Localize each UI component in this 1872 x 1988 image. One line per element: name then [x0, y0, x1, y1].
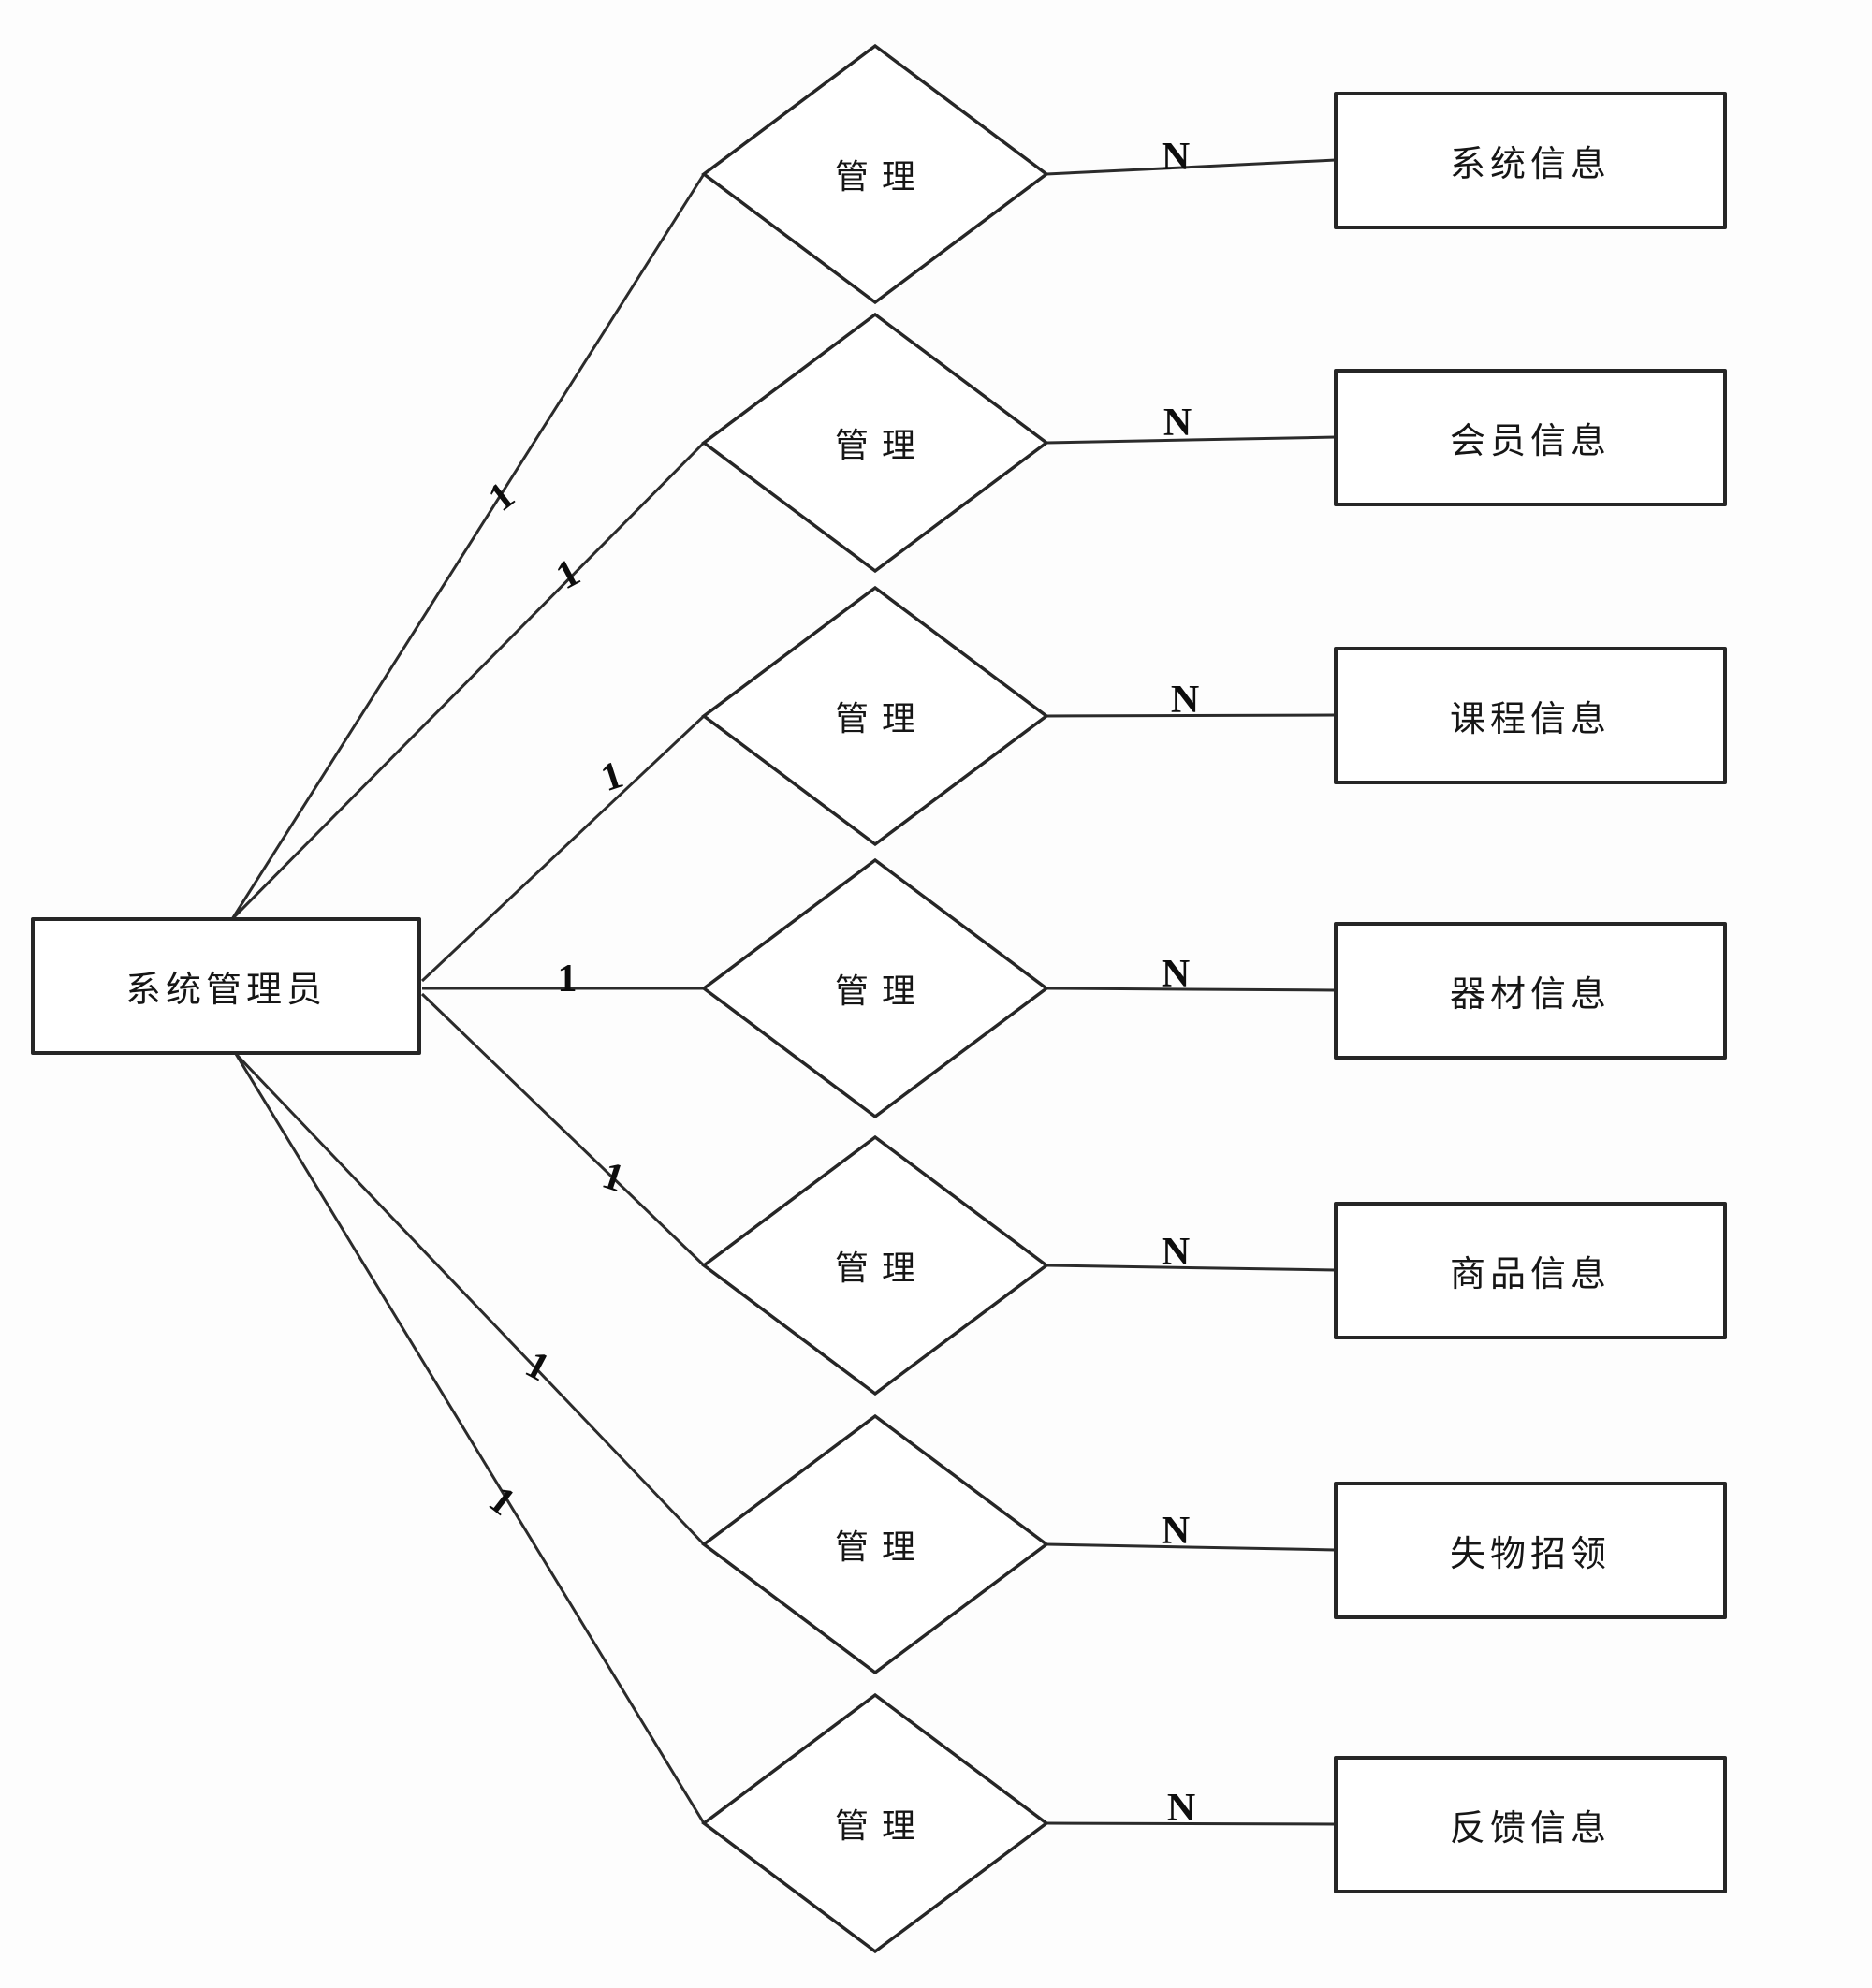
cardinality-n-5: N: [1161, 1231, 1191, 1274]
cardinality-n-2: N: [1163, 402, 1192, 445]
connector-actor-to-rel-6: [234, 1052, 706, 1546]
connector-rel-6-to-entity: [1046, 1542, 1337, 1552]
relationship-diamond-2: [701, 312, 1049, 574]
entity-lost-found-label: 失物招领: [1449, 1535, 1611, 1574]
entity-feedback-info: 反馈信息: [1334, 1756, 1727, 1893]
entity-member-info-label: 会员信息: [1449, 422, 1611, 461]
connector-rel-7-to-entity: [1046, 1821, 1337, 1826]
relationship-diamond-4: [701, 857, 1049, 1119]
relationship-diamond-7: [701, 1692, 1049, 1954]
entity-lost-found: 失物招领: [1334, 1482, 1727, 1619]
cardinality-n-7: N: [1166, 1787, 1196, 1830]
cardinality-n-3: N: [1170, 679, 1200, 722]
relationship-diamond-6: [701, 1413, 1049, 1675]
relationship-label-2: 管理: [834, 427, 929, 464]
entity-course-info-label: 课程信息: [1449, 700, 1611, 739]
cardinality-n-4: N: [1161, 953, 1191, 996]
connector-actor-to-rel-5: [420, 992, 706, 1267]
connector-actor-to-rel-7: [234, 1053, 706, 1824]
relationship-label-7: 管理: [834, 1807, 929, 1845]
relationship-label-5: 管理: [834, 1250, 929, 1287]
connector-actor-to-rel-2: [230, 441, 706, 921]
entity-feedback-info-label: 反馈信息: [1449, 1809, 1611, 1849]
entity-system-info-label: 系统信息: [1449, 145, 1611, 184]
entity-system-admin-label: 系统管理员: [124, 971, 327, 1010]
entity-course-info: 课程信息: [1334, 647, 1727, 784]
entity-system-admin: 系统管理员: [31, 917, 421, 1055]
entity-product-info: 商品信息: [1334, 1202, 1727, 1339]
connector-rel-3-to-entity: [1046, 713, 1337, 718]
entity-equipment-info-label: 器材信息: [1449, 975, 1611, 1015]
connector-rel-4-to-entity: [1046, 987, 1337, 992]
relationship-diamond-5: [701, 1134, 1049, 1396]
entity-equipment-info: 器材信息: [1334, 922, 1727, 1060]
connector-actor-to-rel-1: [230, 173, 706, 920]
cardinality-n-6: N: [1161, 1510, 1191, 1553]
entity-member-info: 会员信息: [1334, 369, 1727, 506]
connector-rel-2-to-entity: [1046, 435, 1337, 445]
relationship-diamond-1: [701, 43, 1049, 305]
connector-actor-to-rel-3: [420, 714, 706, 983]
relationship-label-3: 管理: [834, 700, 929, 738]
connector-rel-5-to-entity: [1046, 1264, 1337, 1272]
relationship-label-4: 管理: [834, 972, 929, 1010]
cardinality-n-1: N: [1161, 136, 1191, 179]
connector-rel-1-to-entity: [1046, 158, 1337, 176]
relationship-label-1: 管理: [834, 158, 929, 196]
entity-system-info: 系统信息: [1334, 92, 1727, 229]
entity-product-info-label: 商品信息: [1449, 1255, 1611, 1294]
relationship-label-6: 管理: [834, 1528, 929, 1566]
relationship-diamond-3: [701, 585, 1049, 847]
cardinality-one-4: 1: [557, 957, 578, 1001]
